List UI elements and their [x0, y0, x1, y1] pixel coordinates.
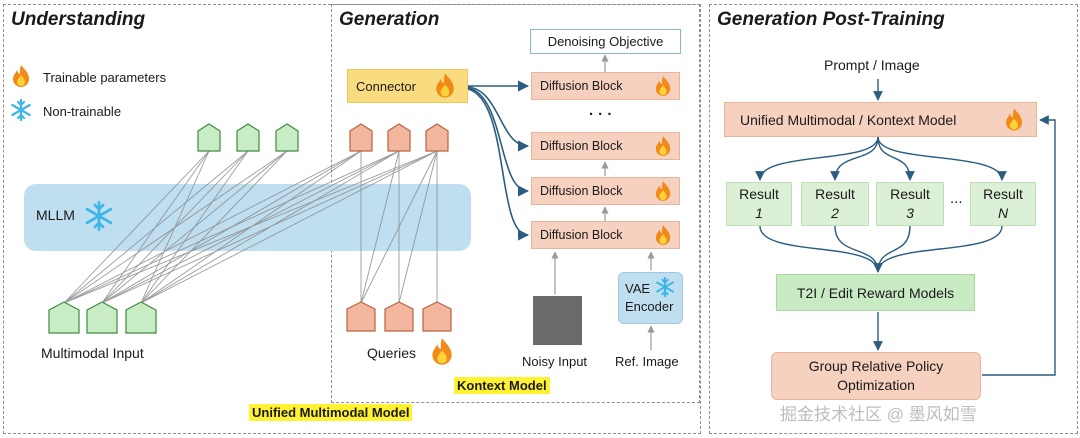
- diffusion-block-label: Diffusion Block: [540, 79, 623, 93]
- grpo-box: Group Relative Policy Optimization: [771, 352, 981, 400]
- snowflake-icon: [85, 201, 113, 231]
- results-ellipsis: ...: [950, 190, 963, 207]
- result-index: 2: [831, 205, 839, 221]
- flame-icon: [432, 338, 452, 365]
- encoder-label: Encoder: [625, 299, 674, 314]
- post-training-section-frame: [709, 4, 1078, 434]
- result-label: Result: [815, 186, 855, 202]
- result-label: Result: [890, 186, 930, 202]
- diffusion-block-label: Diffusion Block: [540, 184, 623, 198]
- grpo-line2: Optimization: [837, 377, 915, 393]
- diffusion-block-label: Diffusion Block: [540, 228, 623, 242]
- multimodal-input-tokens: [48, 301, 157, 334]
- vae-label: VAE: [625, 281, 651, 296]
- legend-trainable: Trainable parameters: [43, 70, 167, 85]
- diffusion-block-bottom: Diffusion Block: [531, 221, 680, 249]
- result-index: 1: [755, 205, 763, 221]
- vae-encoder-box: VAE Encoder: [618, 272, 683, 324]
- queries-label: Queries: [367, 345, 417, 361]
- flame-icon: [655, 136, 671, 156]
- connector-label: Connector: [356, 78, 416, 94]
- noisy-input-label: Noisy Input: [522, 354, 588, 369]
- flame-icon: [436, 73, 454, 98]
- ref-image-label: Ref. Image: [615, 354, 679, 369]
- snowflake-icon: [656, 277, 674, 297]
- result-index: 3: [906, 205, 914, 221]
- kontext-model-label: Kontext Model: [454, 377, 550, 394]
- generation-title: Generation: [339, 9, 440, 30]
- noisy-input-image: [533, 296, 582, 345]
- flame-icon: [655, 76, 671, 96]
- diffusion-block-3: Diffusion Block: [531, 177, 680, 205]
- result-n: Result N: [970, 182, 1036, 226]
- mllm-label: MLLM: [36, 207, 75, 223]
- flame-icon: [655, 181, 671, 201]
- result-label: Result: [739, 186, 779, 202]
- diffusion-block-2: Diffusion Block: [531, 132, 680, 160]
- unified-kontext-model-label: Unified Multimodal / Kontext Model: [740, 111, 957, 128]
- diffusion-block-label: Diffusion Block: [540, 139, 623, 153]
- unified-multimodal-model-label: Unified Multimodal Model: [249, 404, 413, 421]
- diffusion-block-top: Diffusion Block: [531, 72, 680, 100]
- legend-non-trainable: Non-trainable: [43, 104, 122, 119]
- query-tokens: [346, 301, 452, 332]
- result-index: N: [997, 205, 1009, 221]
- diffusion-ellipsis: · · ·: [589, 106, 613, 123]
- reward-models-box: T2I / Edit Reward Models: [776, 274, 975, 311]
- denoising-objective-box: Denoising Objective: [530, 29, 681, 54]
- watermark: 掘金技术社区 @ 墨风如雪: [780, 405, 977, 424]
- result-1: Result 1: [726, 182, 792, 226]
- flame-icon: [1006, 108, 1022, 131]
- understanding-title: Understanding: [11, 9, 146, 30]
- result-2: Result 2: [801, 182, 869, 226]
- multimodal-input-label: Multimodal Input: [41, 345, 144, 361]
- result-label: Result: [983, 186, 1023, 202]
- prompt-image-label: Prompt / Image: [824, 57, 920, 73]
- denoising-objective-label: Denoising Objective: [547, 34, 664, 49]
- query-output-tokens: [349, 123, 449, 152]
- snowflake-icon: [11, 99, 31, 121]
- flame-icon: [655, 225, 671, 245]
- grpo-line1: Group Relative Policy: [808, 358, 944, 374]
- result-3: Result 3: [876, 182, 944, 226]
- post-training-title: Generation Post-Training: [717, 9, 945, 30]
- reward-models-label: T2I / Edit Reward Models: [796, 284, 955, 301]
- mllm-output-tokens: [197, 123, 299, 152]
- unified-kontext-model-box: Unified Multimodal / Kontext Model: [724, 102, 1037, 137]
- flame-icon: [13, 65, 29, 87]
